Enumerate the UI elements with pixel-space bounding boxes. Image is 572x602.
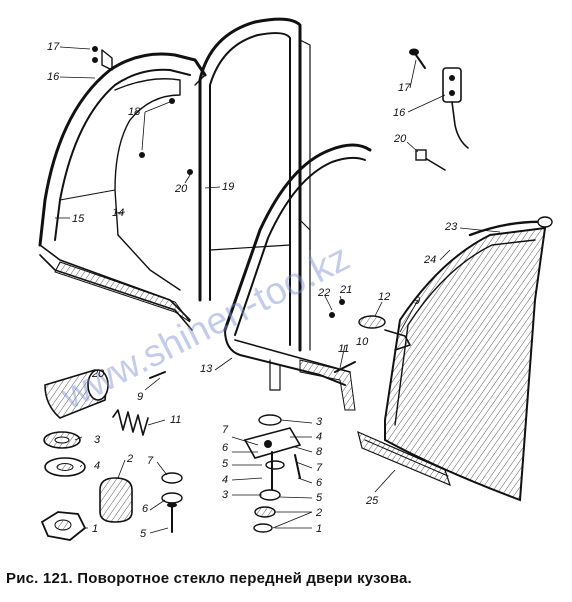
callout-18: 18 — [128, 106, 141, 118]
callout-13: 13 — [200, 363, 213, 375]
callout-7-left: 7 — [147, 455, 154, 467]
leader-lines — [55, 46, 501, 534]
callout-10: 10 — [356, 336, 369, 348]
bracket-16-assembly — [409, 48, 469, 171]
callout-7-right: 7 — [316, 462, 323, 474]
callout-11-left: 11 — [170, 414, 181, 426]
callout-15: 15 — [72, 213, 85, 225]
callout-16-left: 16 — [47, 71, 60, 83]
callout-17-right: 17 — [398, 82, 411, 94]
callout-11-right: 11 — [338, 343, 349, 355]
callout-2-right: 2 — [315, 507, 322, 519]
callout-9-right: 9 — [414, 295, 420, 307]
watermark-text: www.shinen-too.kz — [54, 237, 356, 419]
callout-16-right: 16 — [393, 107, 406, 119]
weatherstrip-25 — [357, 430, 451, 487]
figure-caption: Рис. 121. Поворотное стекло передней две… — [6, 570, 412, 587]
callout-2-left: 2 — [126, 453, 133, 465]
callout-4-right: 4 — [316, 431, 322, 443]
callout-25: 25 — [365, 495, 379, 507]
callout-20-left: 20 — [91, 368, 105, 380]
spring-bushing-parts — [40, 369, 183, 541]
callout-6-left: 6 — [142, 503, 149, 515]
callout-5-center: 5 — [222, 458, 229, 470]
vent-window-frame — [38, 52, 207, 331]
callout-5-left: 5 — [140, 528, 147, 540]
small-fasteners — [92, 46, 193, 175]
callout-4-left: 4 — [94, 460, 100, 472]
hinge-fastener-stack — [243, 414, 302, 533]
pivot-assembly — [329, 299, 411, 373]
callout-1-left: 1 — [92, 523, 98, 535]
callout-4-center: 4 — [222, 474, 228, 486]
callout-20-upper: 20 — [174, 183, 188, 195]
callout-3-right: 3 — [316, 416, 323, 428]
callout-9-left: 9 — [137, 391, 143, 403]
callout-6-center: 6 — [222, 442, 229, 454]
callout-1-right: 1 — [316, 523, 322, 535]
swivel-glass-23 — [384, 216, 553, 502]
callout-20-right: 20 — [393, 133, 407, 145]
callout-3-left: 3 — [94, 434, 101, 446]
callout-24: 24 — [423, 254, 436, 266]
callout-3-center: 3 — [222, 489, 229, 501]
callout-12: 12 — [378, 291, 390, 303]
callout-8: 8 — [316, 446, 323, 458]
callout-21: 21 — [339, 284, 352, 296]
callout-6-right: 6 — [316, 477, 323, 489]
callout-19: 19 — [222, 181, 234, 193]
callout-numbers: 17 16 18 20 19 15 14 17 16 20 23 24 22 2… — [47, 41, 458, 540]
callout-5-right: 5 — [316, 492, 323, 504]
callout-14: 14 — [112, 207, 124, 219]
callout-7-center: 7 — [222, 424, 229, 436]
callout-23: 23 — [444, 221, 458, 233]
callout-22: 22 — [317, 287, 330, 299]
callout-17-left: 17 — [47, 41, 60, 53]
